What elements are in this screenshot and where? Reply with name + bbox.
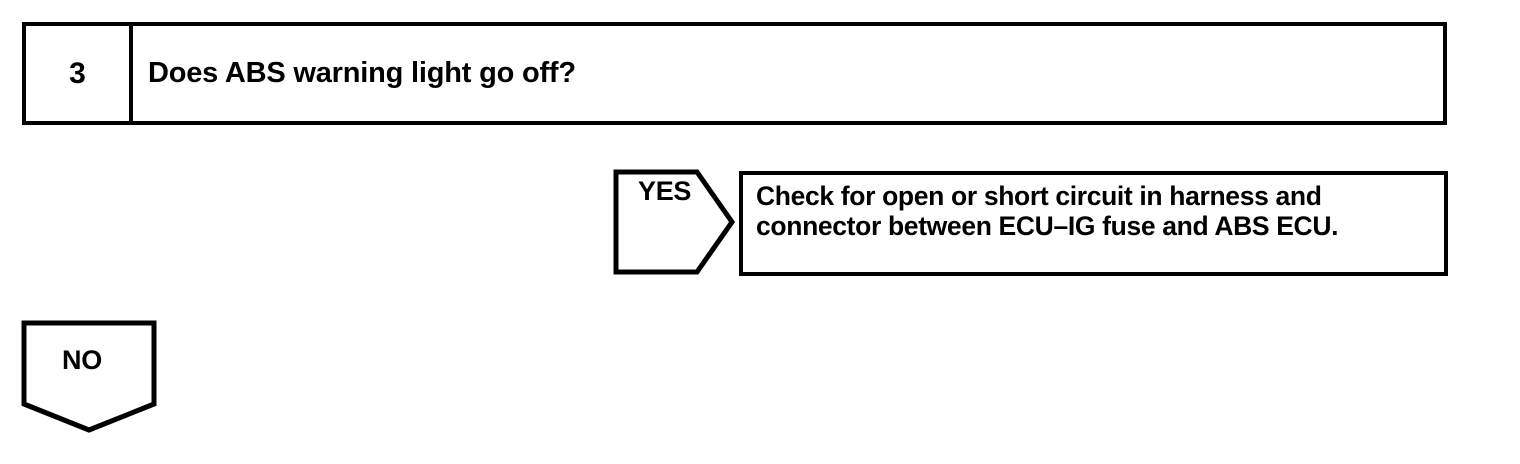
- no-arrow-shape: [21, 320, 157, 433]
- step-question-text: Does ABS warning light go off?: [148, 57, 576, 90]
- no-branch-arrow: NO: [21, 320, 157, 433]
- yes-branch-arrow: YES: [613, 169, 735, 275]
- step-row: 3 Does ABS warning light go off?: [22, 22, 1447, 125]
- yes-result-text: Check for open or short circuit in harne…: [756, 181, 1339, 241]
- step-question-cell: Does ABS warning light go off?: [133, 26, 1443, 121]
- yes-branch-label: YES: [638, 176, 692, 206]
- step-number-cell: 3: [26, 26, 133, 121]
- step-number: 3: [69, 56, 86, 90]
- no-branch-label: NO: [62, 345, 102, 375]
- yes-result-box: Check for open or short circuit in harne…: [739, 171, 1448, 276]
- yes-arrow-shape: [613, 169, 735, 275]
